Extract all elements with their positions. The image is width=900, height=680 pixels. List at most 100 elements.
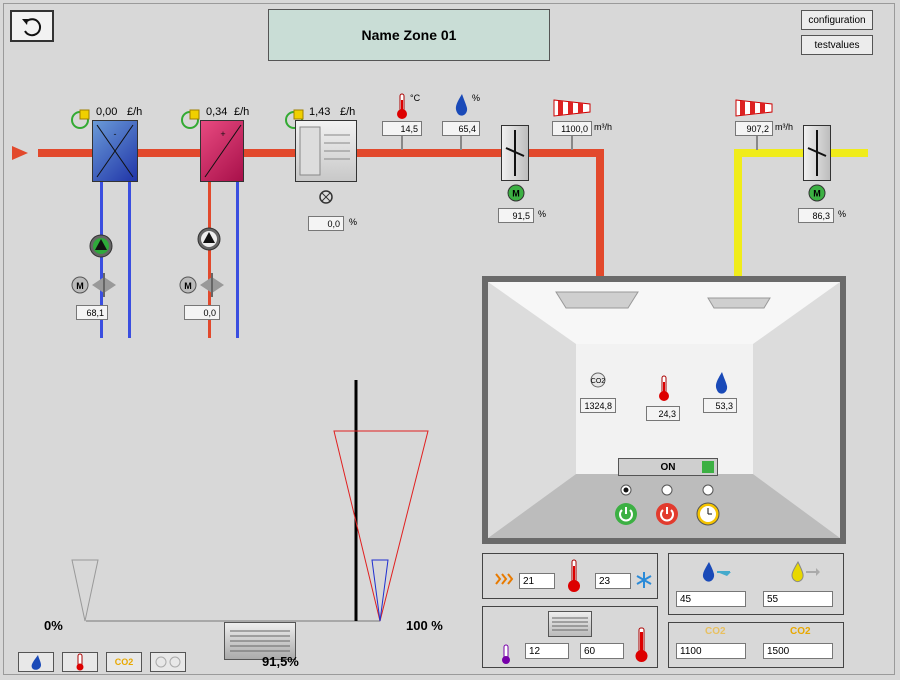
exhaust-duct-down bbox=[734, 149, 742, 277]
svg-text:M: M bbox=[184, 281, 192, 291]
room-co2-value: 1324,8 bbox=[580, 398, 616, 413]
cooling-coil-lock-icon bbox=[70, 108, 92, 130]
supply-temp-min-input[interactable]: 12 bbox=[525, 643, 569, 659]
mode-radio-timer[interactable] bbox=[702, 484, 714, 496]
power-off-icon[interactable] bbox=[655, 502, 679, 526]
status-led-icon bbox=[702, 461, 714, 473]
exhaust-flow-probe bbox=[756, 136, 758, 150]
heat-setpoint-input[interactable]: 21 bbox=[519, 573, 555, 589]
supply-damper-unit: % bbox=[538, 209, 547, 219]
exhaust-flow-windsock-icon bbox=[734, 98, 774, 118]
room-thermometer-icon bbox=[657, 374, 671, 402]
recovery-damper-icon bbox=[318, 189, 334, 205]
setpoint-thermometer-icon bbox=[566, 558, 582, 594]
humidify-icon bbox=[697, 560, 733, 584]
exhaust-damper-unit: % bbox=[838, 209, 847, 219]
supply-humidity-value: 65,4 bbox=[442, 121, 480, 136]
supply-humidity-icon bbox=[452, 92, 470, 118]
heating-pipe-supply bbox=[208, 182, 211, 338]
exhaust-flow-value: 907,2 bbox=[735, 121, 773, 136]
heating-valve-icon[interactable]: M bbox=[178, 273, 228, 299]
page-title: Name Zone 01 bbox=[268, 9, 550, 61]
air-inlet-arrow-icon bbox=[12, 146, 28, 160]
min-thermometer-icon bbox=[500, 644, 512, 666]
supply-flow-probe bbox=[571, 136, 573, 150]
max-thermometer-icon bbox=[633, 626, 651, 664]
supply-grille-icon bbox=[548, 611, 592, 637]
temperature-tab-icon bbox=[76, 653, 84, 671]
cooling-coil-cost-unit: £/h bbox=[127, 106, 143, 118]
configuration-button[interactable]: configuration bbox=[801, 10, 873, 30]
cool-setpoint-input[interactable]: 23 bbox=[595, 573, 631, 589]
recovery-cost-unit: £/h bbox=[340, 106, 356, 118]
supply-damper-motor-icon: M bbox=[507, 184, 525, 202]
cooling-pipe-supply bbox=[100, 182, 103, 338]
cooling-coil[interactable]: - bbox=[92, 120, 138, 182]
cooling-pipe-return bbox=[128, 182, 131, 338]
exhaust-flow-unit: m³/h bbox=[775, 122, 793, 132]
room-humidity-value: 53,3 bbox=[703, 398, 737, 413]
svg-text:M: M bbox=[512, 189, 520, 199]
co2-min-input[interactable]: 1100 bbox=[676, 643, 746, 659]
supply-flow-value: 1100,0 bbox=[552, 121, 592, 136]
gauge-grille-icon bbox=[224, 622, 296, 660]
gauge-value-label: 91,5% bbox=[262, 654, 299, 669]
recovery-damper-unit: % bbox=[349, 217, 358, 227]
co2-min-label: CO2 bbox=[705, 626, 726, 637]
fan-tab-icon bbox=[155, 656, 181, 668]
cooling-valve-icon[interactable]: M bbox=[70, 273, 120, 299]
svg-text:M: M bbox=[76, 281, 84, 291]
gauge-max-label: 100 % bbox=[406, 618, 443, 633]
supply-humidity-probe bbox=[460, 136, 462, 150]
undo-icon bbox=[22, 18, 42, 37]
humidity-max-input[interactable]: 55 bbox=[763, 591, 833, 607]
room-co2-icon: CO2 bbox=[588, 372, 608, 388]
exhaust-duct bbox=[734, 149, 868, 157]
room-status-label: ON bbox=[660, 461, 676, 473]
supply-thermometer-icon bbox=[395, 92, 409, 120]
tab-fan[interactable] bbox=[150, 652, 186, 672]
exhaust-damper-motor-icon: M bbox=[808, 184, 826, 202]
tab-co2[interactable]: CO2 bbox=[106, 652, 142, 672]
cooling-valve-value: 68,1 bbox=[76, 305, 108, 320]
co2-max-label: CO2 bbox=[790, 626, 811, 637]
room-status-bar[interactable]: ON bbox=[618, 458, 718, 476]
svg-text:-: - bbox=[114, 129, 117, 139]
power-on-icon[interactable] bbox=[614, 502, 638, 526]
mode-radio-on[interactable] bbox=[620, 484, 632, 496]
svg-text:M: M bbox=[813, 189, 821, 199]
tab-humidity[interactable] bbox=[18, 652, 54, 672]
cooling-pump-icon[interactable] bbox=[89, 234, 113, 258]
heating-coil-cost: 0,34 bbox=[206, 106, 228, 118]
humidity-min-input[interactable]: 45 bbox=[676, 591, 746, 607]
svg-text:CO2: CO2 bbox=[591, 378, 606, 385]
back-button[interactable] bbox=[10, 10, 54, 42]
supply-temp-max-input[interactable]: 60 bbox=[580, 643, 624, 659]
supply-flow-windsock-icon bbox=[552, 98, 592, 118]
cooling-snowflake-icon bbox=[634, 570, 654, 590]
damper-gauge bbox=[71, 380, 429, 622]
recovery-unit[interactable] bbox=[295, 120, 357, 182]
supply-damper[interactable] bbox=[501, 125, 529, 181]
supply-damper-value: 91,5 bbox=[498, 208, 534, 223]
heating-waves-icon bbox=[494, 570, 514, 588]
heating-coil[interactable]: + bbox=[200, 120, 244, 182]
svg-text:+: + bbox=[220, 129, 225, 139]
tab-temperature[interactable] bbox=[62, 652, 98, 672]
dehumidify-icon bbox=[786, 560, 822, 584]
timer-clock-icon[interactable] bbox=[695, 500, 721, 526]
gauge-min-label: 0% bbox=[44, 618, 63, 633]
recovery-damper-value: 0,0 bbox=[308, 216, 344, 231]
heating-pipe-return bbox=[236, 182, 239, 338]
supply-temp-probe bbox=[401, 136, 403, 150]
supply-duct-down bbox=[596, 149, 604, 277]
room-temp-value: 24,3 bbox=[646, 406, 680, 421]
co2-max-input[interactable]: 1500 bbox=[763, 643, 833, 659]
testvalues-button[interactable]: testvalues bbox=[801, 35, 873, 55]
mode-radio-off[interactable] bbox=[661, 484, 673, 496]
cooling-coil-cost: 0,00 bbox=[96, 106, 118, 118]
supply-temp-unit: °C bbox=[410, 93, 421, 103]
heating-pump-icon[interactable] bbox=[197, 227, 221, 251]
supply-temp-value: 14,5 bbox=[382, 121, 422, 136]
exhaust-damper[interactable] bbox=[803, 125, 831, 181]
